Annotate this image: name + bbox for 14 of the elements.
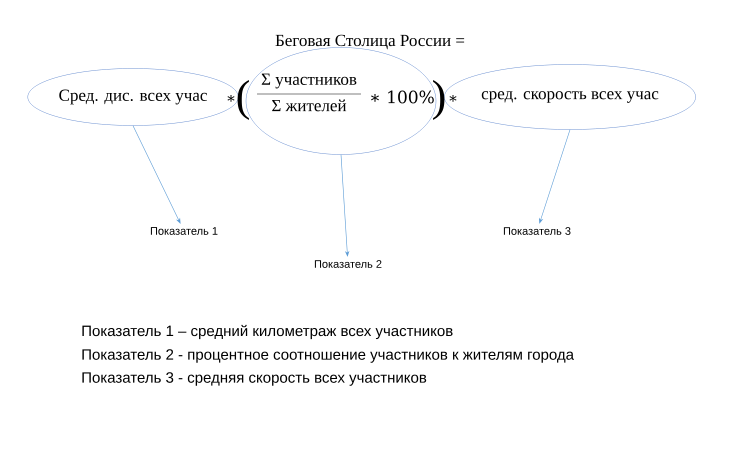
operator: ∗ <box>228 94 234 102</box>
parenthesis: ( <box>238 80 249 120</box>
indicator-label: Показатель 3 <box>504 227 570 235</box>
denominator: Σ жителей <box>272 100 346 112</box>
legend-line: Показатель 1 – средний километраж всех участников <box>82 324 453 340</box>
multiplier-text: ∗ 100% <box>371 90 434 104</box>
parenthesis: ) <box>433 80 444 120</box>
numerator: Σ участников <box>262 74 356 88</box>
legend-line: Показатель 2 - процентное соотношение участников к жителям города <box>82 349 574 363</box>
indicator-label: Показатель 1 <box>150 227 218 235</box>
legend-line: Показатель 3 - средняя скорость всех участников <box>82 372 426 386</box>
title: Беговая Столица России = <box>276 34 464 50</box>
operator: ∗ <box>450 94 456 102</box>
indicator-label: Показатель 2 <box>314 260 382 268</box>
